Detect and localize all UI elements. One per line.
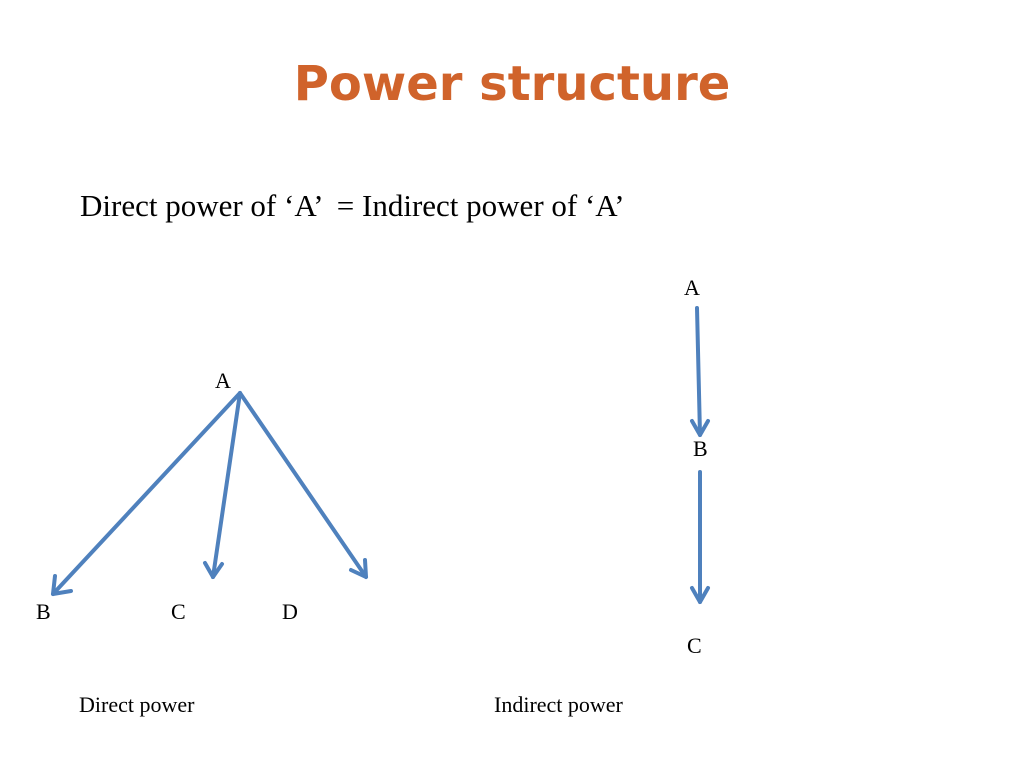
arrow-direct-a-to-c [203, 391, 242, 579]
power-equation-statement: Direct power of ‘A’ = Indirect power of … [80, 188, 625, 223]
indirect-node-b-label: B [693, 436, 708, 461]
direct-power-caption: Direct power [79, 692, 195, 717]
indirect-power-caption: Indirect power [494, 692, 623, 717]
indirect-node-c-label: C [687, 633, 702, 658]
indirect-node-a-label: A [684, 275, 700, 300]
direct-node-b-label: B [36, 599, 51, 624]
direct-node-c-label: C [171, 599, 186, 624]
arrow-direct-a-to-d [238, 391, 368, 579]
direct-node-a-label: A [215, 368, 231, 393]
arrow-indirect-b-to-c [690, 470, 710, 604]
arrow-direct-a-to-b [51, 391, 242, 596]
direct-node-d-label: D [282, 599, 298, 624]
slide-title: Power structure [293, 56, 731, 112]
arrow-indirect-a-to-b [690, 306, 710, 437]
